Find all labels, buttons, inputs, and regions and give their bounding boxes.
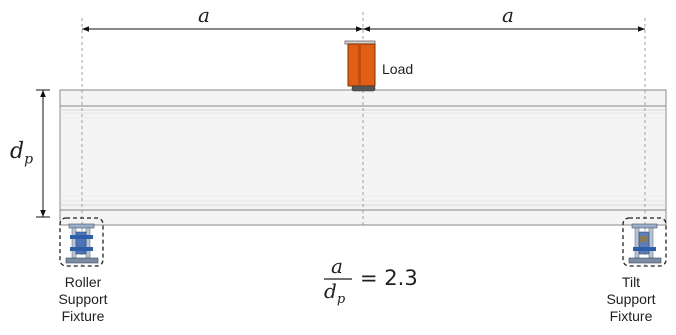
load-actuator	[344, 40, 376, 92]
roller-support-fixture	[59, 217, 104, 267]
roller-support-label: Roller Support Fixture	[58, 274, 108, 324]
ratio-numerator: a	[331, 254, 343, 278]
tilt-support-fixture	[622, 217, 667, 267]
ratio-denominator: dp	[324, 279, 346, 307]
tilt-support-label: Tilt Support Fixture	[606, 274, 656, 324]
shear-span-right-label: a	[502, 3, 514, 27]
depth-label: dp	[10, 139, 34, 168]
depth-dimension	[36, 89, 50, 218]
ratio-value: = 2.3	[360, 266, 418, 290]
shear-span-left-label: a	[198, 3, 210, 27]
load-label: Load	[382, 61, 414, 77]
beam	[59, 89, 667, 226]
